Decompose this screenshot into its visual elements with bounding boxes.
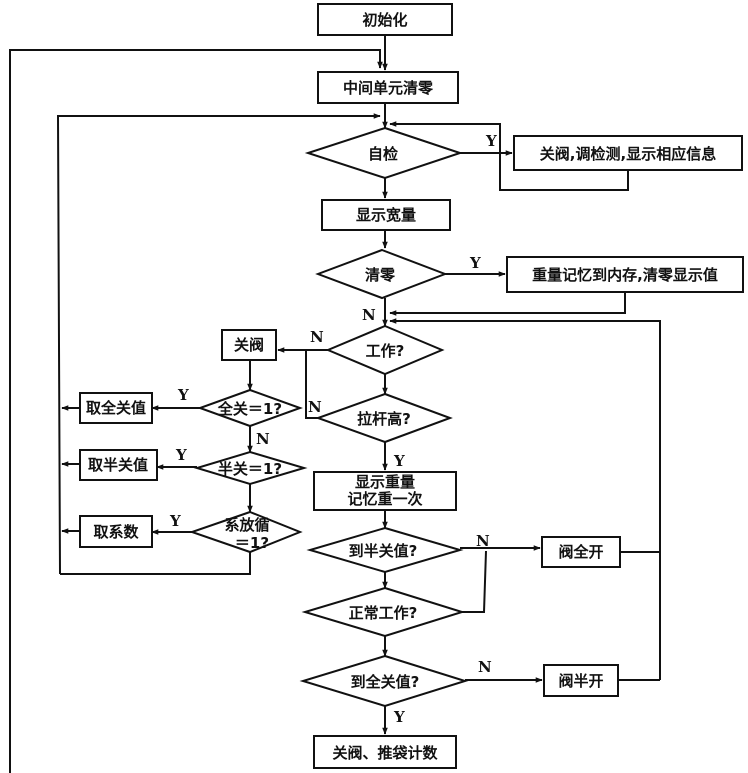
node-take-full bbox=[79, 392, 153, 424]
node-take-half-label: 取半关值 bbox=[88, 456, 148, 474]
node-take-coef bbox=[79, 515, 153, 548]
node-close-valve-label: 关阀 bbox=[234, 336, 264, 354]
node-half-close-label: 半关＝1? bbox=[218, 460, 282, 478]
edge-loop-to-selfcheck bbox=[56, 113, 381, 575]
node-init-label: 初始化 bbox=[362, 11, 407, 29]
label-y-fullclose: Y bbox=[177, 386, 189, 404]
node-take-full-label: 取全关值 bbox=[86, 399, 146, 417]
node-show-weight bbox=[321, 199, 451, 231]
label-n-lever: N bbox=[308, 398, 322, 416]
edge-normal-no bbox=[462, 550, 487, 613]
label-n-full: N bbox=[478, 658, 492, 676]
node-display-record bbox=[313, 471, 457, 511]
node-self-fail bbox=[513, 135, 743, 171]
label-n-working: N bbox=[310, 328, 324, 346]
node-close-valve bbox=[221, 329, 277, 361]
node-coef bbox=[188, 510, 303, 554]
node-display-record-label-2: 记忆重一次 bbox=[347, 490, 422, 508]
node-zero-yes bbox=[506, 256, 744, 293]
node-display-record-label-1: 显示重量 bbox=[355, 473, 415, 491]
label-n-half: N bbox=[476, 532, 490, 550]
node-normal-work-label: 正常工作? bbox=[349, 604, 418, 622]
connectors bbox=[9, 35, 661, 773]
label-y-zero: Y bbox=[469, 254, 481, 272]
node-coef-label-2: ＝1? bbox=[235, 534, 269, 552]
node-working bbox=[325, 324, 445, 376]
node-end bbox=[313, 735, 457, 769]
node-self-check bbox=[304, 126, 464, 180]
label-y-selfcheck: Y bbox=[485, 132, 497, 150]
node-full-close bbox=[197, 388, 303, 428]
node-working-label: 工作? bbox=[366, 342, 405, 360]
node-zero-label: 清零 bbox=[365, 266, 396, 284]
node-take-half bbox=[79, 449, 158, 481]
node-self-check-label: 自检 bbox=[368, 145, 398, 163]
node-self-fail-label: 关阀,调检测,显示相应信息 bbox=[540, 145, 716, 163]
edge-coef-no bbox=[60, 552, 251, 575]
node-valve-half-open bbox=[543, 664, 619, 697]
label-y-coef: Y bbox=[169, 512, 181, 530]
edge-selffail-return bbox=[389, 121, 629, 191]
node-coef-label-1: 系放循 bbox=[224, 516, 269, 534]
label-y-halfclose: Y bbox=[175, 446, 187, 464]
edge-lever-no bbox=[305, 350, 318, 419]
label-n-fullclose: N bbox=[256, 430, 270, 448]
node-init bbox=[317, 3, 453, 36]
label-y-full: Y bbox=[393, 708, 405, 726]
node-take-coef-label: 取系数 bbox=[93, 523, 139, 541]
node-zero-yes-label: 重量记忆到内存,清零显示值 bbox=[532, 266, 718, 284]
node-show-weight-label: 显示宽量 bbox=[356, 206, 416, 224]
node-normal-work bbox=[301, 586, 466, 638]
edge-outer-to-clear bbox=[9, 49, 383, 773]
node-reach-half-label: 到半关值? bbox=[349, 542, 418, 560]
node-reach-half bbox=[306, 526, 464, 574]
node-clear-mid bbox=[317, 71, 459, 104]
node-end-label: 关阀、推袋计数 bbox=[332, 744, 438, 762]
node-valve-half-open-label: 阀半开 bbox=[558, 672, 603, 690]
node-valve-full-open bbox=[541, 536, 621, 568]
node-lever-high bbox=[315, 392, 453, 444]
node-zero bbox=[315, 248, 448, 300]
label-y-lever: Y bbox=[393, 452, 405, 470]
node-reach-full-label: 到全关值? bbox=[351, 673, 420, 691]
node-clear-mid-label: 中间单元清零 bbox=[343, 79, 434, 97]
node-lever-high-label: 拉杆高? bbox=[357, 410, 411, 428]
label-n-zero: N bbox=[362, 306, 376, 324]
node-valve-full-open-label: 阀全开 bbox=[558, 543, 603, 561]
node-full-close-label: 全关＝1? bbox=[217, 400, 282, 418]
edge-zeroyes-return bbox=[389, 292, 626, 316]
node-reach-full bbox=[299, 654, 469, 708]
edge-right-return bbox=[389, 318, 661, 680]
node-half-close bbox=[193, 450, 308, 486]
